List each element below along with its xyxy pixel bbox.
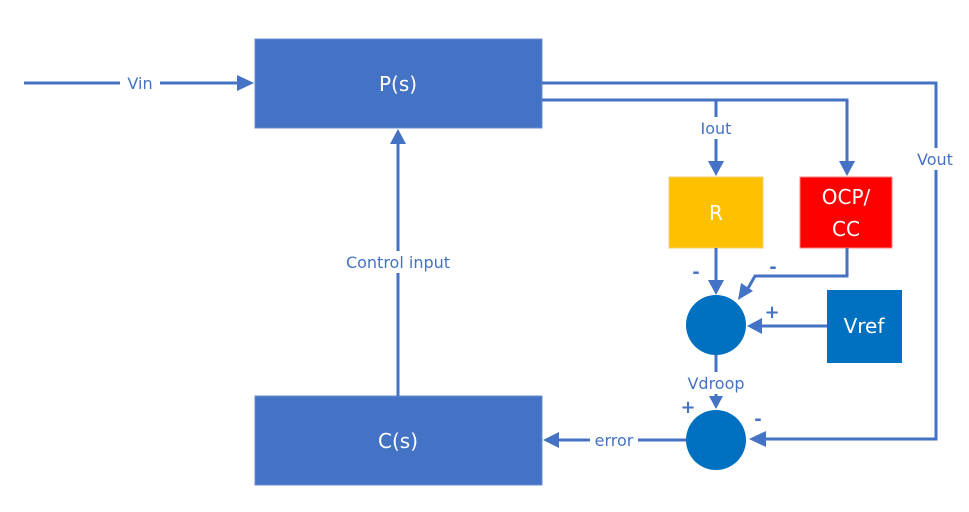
plant-block: [254, 38, 543, 129]
sum1-vref-sign: +: [764, 302, 779, 323]
iout-label-bg: [694, 117, 738, 139]
ocp-sum1-arrowhead: [738, 283, 753, 300]
ocp-label-line2: CC: [832, 217, 860, 241]
plant-label: P(s): [379, 72, 417, 96]
controller-block: [254, 395, 543, 486]
sum-junction-1: [686, 295, 746, 355]
vdroop-label-bg: [680, 372, 752, 394]
vout-label-bg: [910, 148, 960, 170]
control-input-label: Control input: [346, 253, 450, 272]
ocp-to-sum1-wire: [745, 248, 849, 291]
vref-sum1-arrowhead: [747, 318, 762, 334]
vin-label: Vin: [127, 74, 152, 93]
controller-label: C(s): [378, 429, 418, 453]
vout-wire: [542, 81, 938, 441]
sum2-vdroop-sign: +: [680, 397, 695, 418]
r-sum1-arrowhead: [708, 280, 724, 295]
vin-arrowhead: [237, 75, 254, 91]
vout-label: Vout: [917, 150, 953, 169]
vref-label: Vref: [844, 314, 886, 338]
sum1-ocp-sign: -: [769, 257, 776, 278]
vdroop-label: Vdroop: [687, 374, 744, 393]
ocp-feed-wire: [542, 98, 849, 163]
control-input-label-bg: [336, 251, 460, 273]
sum2-vout-sign: -: [754, 409, 761, 430]
ocp-arrowhead: [839, 161, 855, 176]
vin-label-bg: [120, 72, 160, 94]
vdroop-arrowhead: [709, 396, 723, 409]
vref-block: [827, 290, 902, 363]
control-input-arrowhead: [390, 129, 406, 144]
ocp-label-line1: OCP/: [822, 185, 871, 209]
error-arrowhead: [543, 432, 559, 448]
error-label-bg: [590, 429, 638, 451]
sum-junction-2: [686, 410, 746, 470]
error-label: error: [595, 431, 634, 450]
sum1-r-sign: -: [692, 262, 699, 283]
iout-label: Iout: [701, 119, 732, 138]
iout-arrowhead: [708, 161, 724, 176]
vout-arrowhead: [749, 431, 766, 447]
r-label: R: [709, 201, 723, 225]
